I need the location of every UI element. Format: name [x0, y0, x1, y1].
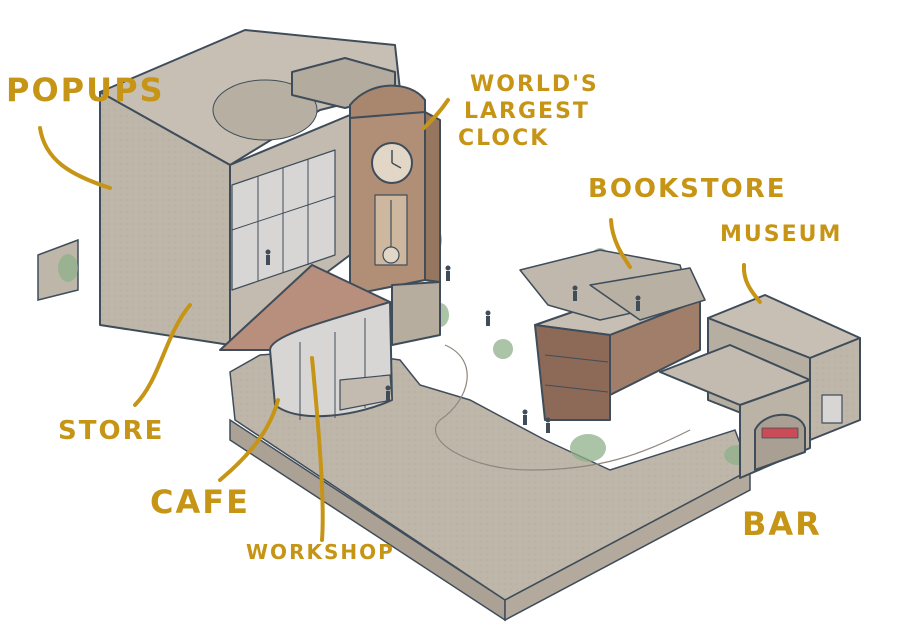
label-clock-line2: LARGEST [464, 99, 590, 124]
popups-leader [38, 126, 112, 190]
bookstore-building [519, 249, 706, 421]
main-building [99, 29, 401, 346]
plaza-path [434, 344, 691, 471]
cafe-building [219, 264, 393, 420]
store-leader [133, 303, 192, 407]
leader-lines [38, 98, 762, 542]
bar-building [659, 344, 811, 479]
clock-leader [422, 98, 450, 130]
workshop-leader [310, 356, 325, 542]
label-popups: POPUPS [6, 71, 165, 109]
label-clock-line1: WORLD'S [470, 72, 599, 97]
label-bookstore: BOOKSTORE [588, 174, 787, 204]
front-wall-right [504, 468, 751, 622]
label-cafe: CAFE [150, 483, 250, 521]
people [265, 249, 641, 433]
label-museum: MUSEUM [720, 222, 843, 247]
museum-leader [741, 263, 762, 304]
label-bar: BAR [742, 505, 822, 543]
label-store: STORE [58, 416, 165, 446]
bookstore-leader [609, 218, 632, 269]
clock-tower [349, 84, 441, 346]
label-clock-line3: CLOCK [458, 126, 550, 151]
label-workshop: WORKSHOP [246, 540, 395, 564]
cafe-leader [218, 398, 280, 482]
